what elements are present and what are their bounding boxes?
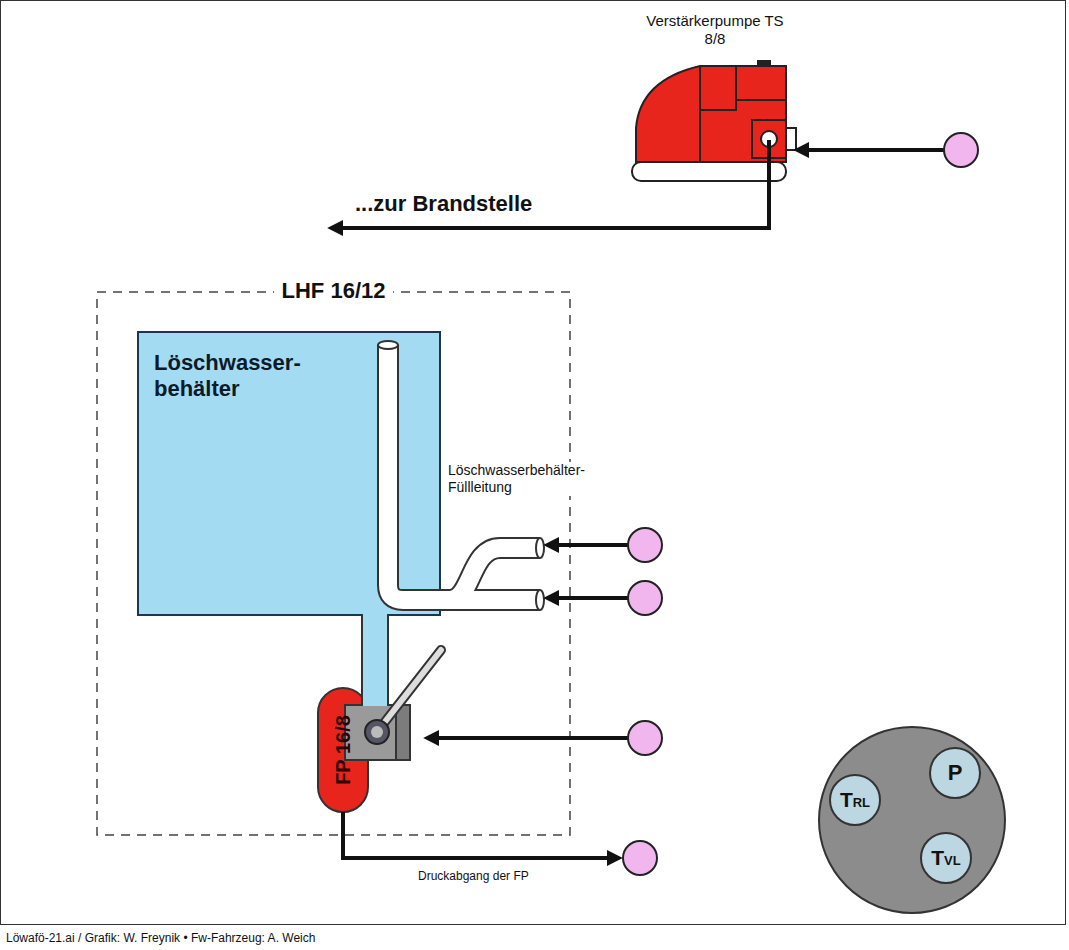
fill-line bbox=[556, 543, 628, 547]
node-text: Löschwasser- behälter bbox=[154, 350, 319, 402]
pipe-label: Löschwasserbehälter- Füllleitung bbox=[448, 462, 613, 496]
coupling bbox=[628, 581, 662, 615]
pump-node: Verstärkerpumpe TS 8/8 bbox=[630, 8, 800, 183]
node-text: LHF 16/12 bbox=[274, 278, 394, 304]
pump-box: FP 16/8 bbox=[318, 705, 410, 815]
gauge-dial bbox=[921, 833, 971, 883]
vehicle-group: LHF 16/12Löschwasser- behälterFP 16/8 bbox=[97, 292, 570, 835]
node-text: TVL bbox=[931, 846, 960, 870]
coupling bbox=[623, 841, 657, 875]
supply-line bbox=[806, 148, 944, 152]
gauge-dial bbox=[930, 748, 980, 798]
node-text: Verstärkerpumpe TS 8/8 bbox=[645, 12, 785, 48]
gauge-circle: TRL bbox=[830, 775, 880, 825]
outlet-label: Druckabgang der FP bbox=[418, 869, 529, 883]
fill-line bbox=[556, 596, 628, 600]
gauge-circle: TVL bbox=[921, 833, 971, 883]
vehicle-frame bbox=[97, 292, 570, 835]
booster-pump bbox=[632, 60, 796, 181]
suction-line bbox=[436, 736, 628, 740]
gauge-body bbox=[819, 727, 1005, 913]
node-text: FP 16/8 bbox=[332, 715, 354, 785]
outlet-line bbox=[340, 140, 769, 228]
tank-box: Löschwasser- behälter bbox=[138, 332, 440, 615]
suction-valve bbox=[345, 650, 441, 760]
water-pipe bbox=[375, 613, 376, 706]
flow-note: ...zur Brandstelle bbox=[355, 191, 532, 217]
gauge-circle: P bbox=[930, 748, 980, 798]
gauge-dial bbox=[830, 775, 880, 825]
node-text: P bbox=[948, 760, 963, 786]
frame bbox=[1, 1, 1066, 925]
coupling bbox=[628, 528, 662, 562]
credit-note: Löwafö-21.ai / Grafik: W. Freynik • Fw-F… bbox=[6, 931, 315, 945]
pressure-line bbox=[343, 812, 610, 858]
node-text: TRL bbox=[840, 788, 870, 812]
coupling bbox=[628, 721, 662, 755]
coupling bbox=[944, 133, 978, 167]
